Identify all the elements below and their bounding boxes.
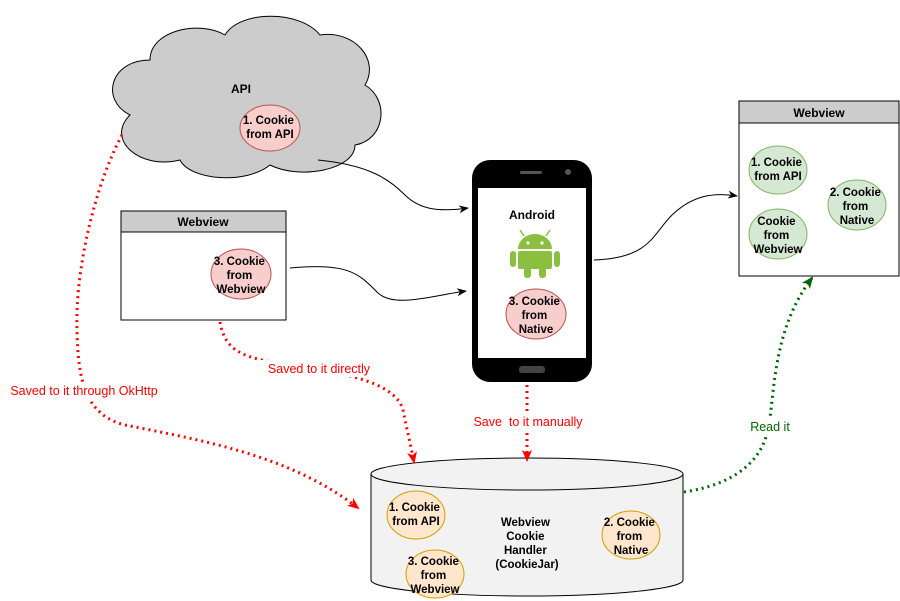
webview-right-cookie-webview-label: Cookie from Webview: [754, 216, 803, 256]
cookie-jar-cylinder: Webview Cookie Handler (CookieJar) 1. Co…: [370, 457, 684, 599]
jar-cookie-native: [601, 510, 661, 560]
jar-cookie-native-line-3: Native: [614, 545, 649, 557]
api-cookie-label: 1. Cookie from API: [243, 115, 297, 141]
edge-android-to-webview: [593, 190, 738, 261]
manually-label-bg: [467, 413, 589, 430]
manually-label: Save to it manually: [473, 415, 583, 429]
webview-right-cookie-webview-line-2: from: [764, 230, 790, 242]
jar-cookie-native-line-1: 2. Cookie: [604, 517, 655, 529]
read-label-bg: [745, 418, 795, 435]
cylinder-top: [370, 457, 684, 491]
edge-api-to-android: [317, 159, 469, 214]
okhttp-label: Saved to it through OkHttp: [10, 384, 157, 398]
webview-right-cookie-api-label: 1. Cookie from API: [751, 157, 805, 183]
webview-right-cookie-native: [827, 179, 887, 231]
webview-right-cookie-native-line-2: from: [843, 201, 869, 213]
android-cookie-label: 3. Cookie from Native: [509, 296, 563, 336]
webview-right-cookie-api-line-1: 1. Cookie: [751, 157, 802, 169]
read-label: Read it: [750, 420, 790, 434]
jar-cookie-webview-label: 3. Cookie from Webview: [408, 556, 462, 596]
webview-left-cookie: [210, 248, 272, 300]
android-cookie-line-3: Native: [519, 324, 554, 336]
jar-cookie-api: [386, 490, 446, 540]
directly-label-bg: [258, 360, 380, 377]
jar-cookie-webview-line-2: from: [421, 570, 447, 582]
webview-right-cookie-webview-line-3: Webview: [754, 244, 803, 256]
jar-cookie-webview-line-1: 3. Cookie: [408, 556, 459, 568]
android-cookie-line-1: 3. Cookie: [509, 296, 560, 308]
cookie-jar-label-line-1: Webview: [501, 517, 550, 529]
webview-right-window: Webview 1. Cookie from API Cookie from W…: [738, 100, 900, 277]
phone-home-button: [519, 366, 545, 373]
edge-read: [683, 276, 814, 494]
jar-cookie-webview: [405, 549, 465, 599]
jar-cookie-native-line-2: from: [617, 531, 643, 543]
webview-right-cookie-native-line-3: Native: [840, 215, 875, 227]
jar-cookie-native-label: 2. Cookie from Native: [604, 517, 658, 557]
edge-directly: [218, 321, 417, 464]
jar-cookie-api-line-2: from API: [392, 516, 440, 528]
api-cloud: API 1. Cookie from API: [112, 15, 382, 179]
webview-left-title: Webview: [177, 215, 229, 229]
webview-right-cookie-native-line-1: 2. Cookie: [830, 187, 881, 199]
webview-right-cookie-api-line-2: from API: [754, 171, 802, 183]
api-cookie-line-2: from API: [246, 129, 294, 141]
directly-label: Saved to it directly: [268, 362, 371, 376]
cookie-jar-label-line-3: Handler: [504, 545, 547, 557]
webview-left-cookie-label: 3. Cookie from Webview: [214, 256, 268, 296]
cookie-jar-label-line-4: (CookieJar): [495, 559, 558, 571]
jar-cookie-webview-line-3: Webview: [411, 584, 460, 596]
edge-webview-to-android: [289, 266, 467, 301]
api-cookie-line-1: 1. Cookie: [243, 115, 294, 127]
webview-right-title: Webview: [793, 106, 845, 120]
webview-right-cookie-native-label: 2. Cookie from Native: [830, 187, 884, 227]
android-label: Android: [509, 208, 555, 222]
okhttp-label-bg: [0, 382, 168, 400]
phone-camera: [565, 169, 571, 175]
edge-okhttp: [75, 134, 360, 510]
jar-cookie-api-label: 1. Cookie from API: [389, 502, 443, 528]
webview-right-cookie-api: [748, 145, 808, 195]
webview-left-header: [120, 210, 287, 233]
android-robot-icon: [510, 229, 560, 278]
webview-right-cookie-webview: [748, 208, 808, 260]
webview-left-cookie-line-3: Webview: [217, 284, 266, 296]
webview-left-cookie-line-1: 3. Cookie: [214, 256, 265, 268]
android-cookie: [505, 288, 567, 340]
cookie-jar-label-line-2: Cookie: [506, 531, 544, 543]
webview-left-cookie-line-2: from: [227, 270, 253, 282]
api-label: API: [231, 82, 251, 96]
webview-left-window: Webview 3. Cookie from Webview: [120, 210, 287, 321]
cookie-jar-label: Webview Cookie Handler (CookieJar): [495, 517, 558, 571]
webview-right-cookie-webview-line-1: Cookie: [757, 216, 795, 228]
android-cookie-line-2: from: [522, 310, 548, 322]
webview-right-header: [738, 100, 900, 124]
cloud-shape: [112, 15, 382, 179]
jar-cookie-api-line-1: 1. Cookie: [389, 502, 440, 514]
android-phone: Android 3. Cookie from Native: [472, 160, 592, 382]
api-cookie: [239, 104, 301, 152]
phone-speaker: [520, 171, 542, 174]
